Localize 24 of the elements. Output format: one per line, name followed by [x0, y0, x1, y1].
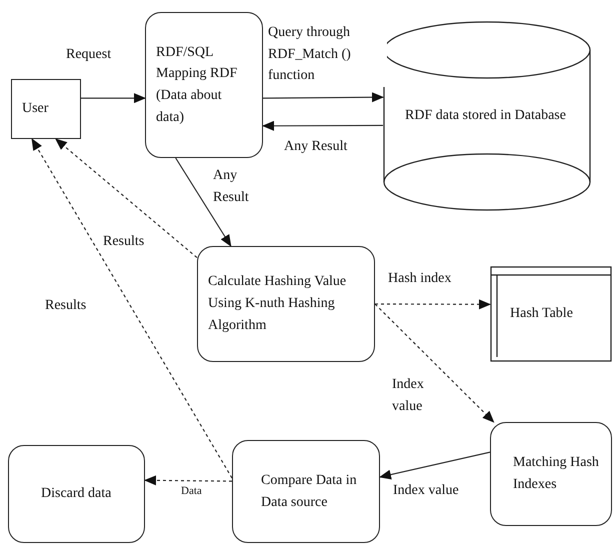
- arrow: [81, 93, 146, 104]
- arrow: [375, 299, 491, 310]
- node-label: Discard data: [41, 485, 112, 504]
- arrow: [175, 158, 232, 247]
- node-label: Hash Table: [510, 305, 573, 324]
- arrow: [144, 475, 232, 486]
- arrow: [374, 304, 494, 423]
- process-box: [8, 445, 145, 543]
- user-box: [11, 79, 81, 139]
- node-label: Matching Hash Indexes: [513, 454, 600, 494]
- node-label: RDF/SQL Mapping RDF (Data about data): [156, 44, 238, 127]
- arrow: [263, 92, 384, 102]
- arrow: [262, 120, 383, 131]
- arrow: [55, 138, 198, 258]
- process-box: [197, 246, 375, 362]
- node-label: Calculate Hashing Value Using K-nuth Hashing Algorithm: [208, 273, 348, 335]
- node-label: Compare Data in Data source: [261, 472, 358, 512]
- arrow: [32, 138, 232, 478]
- node-label: RDF data stored in Database: [405, 107, 566, 126]
- arrow: [379, 452, 490, 480]
- process-box: [490, 422, 612, 526]
- process-box: [232, 440, 380, 543]
- node-label: User: [22, 100, 48, 118]
- process-box: [145, 12, 263, 158]
